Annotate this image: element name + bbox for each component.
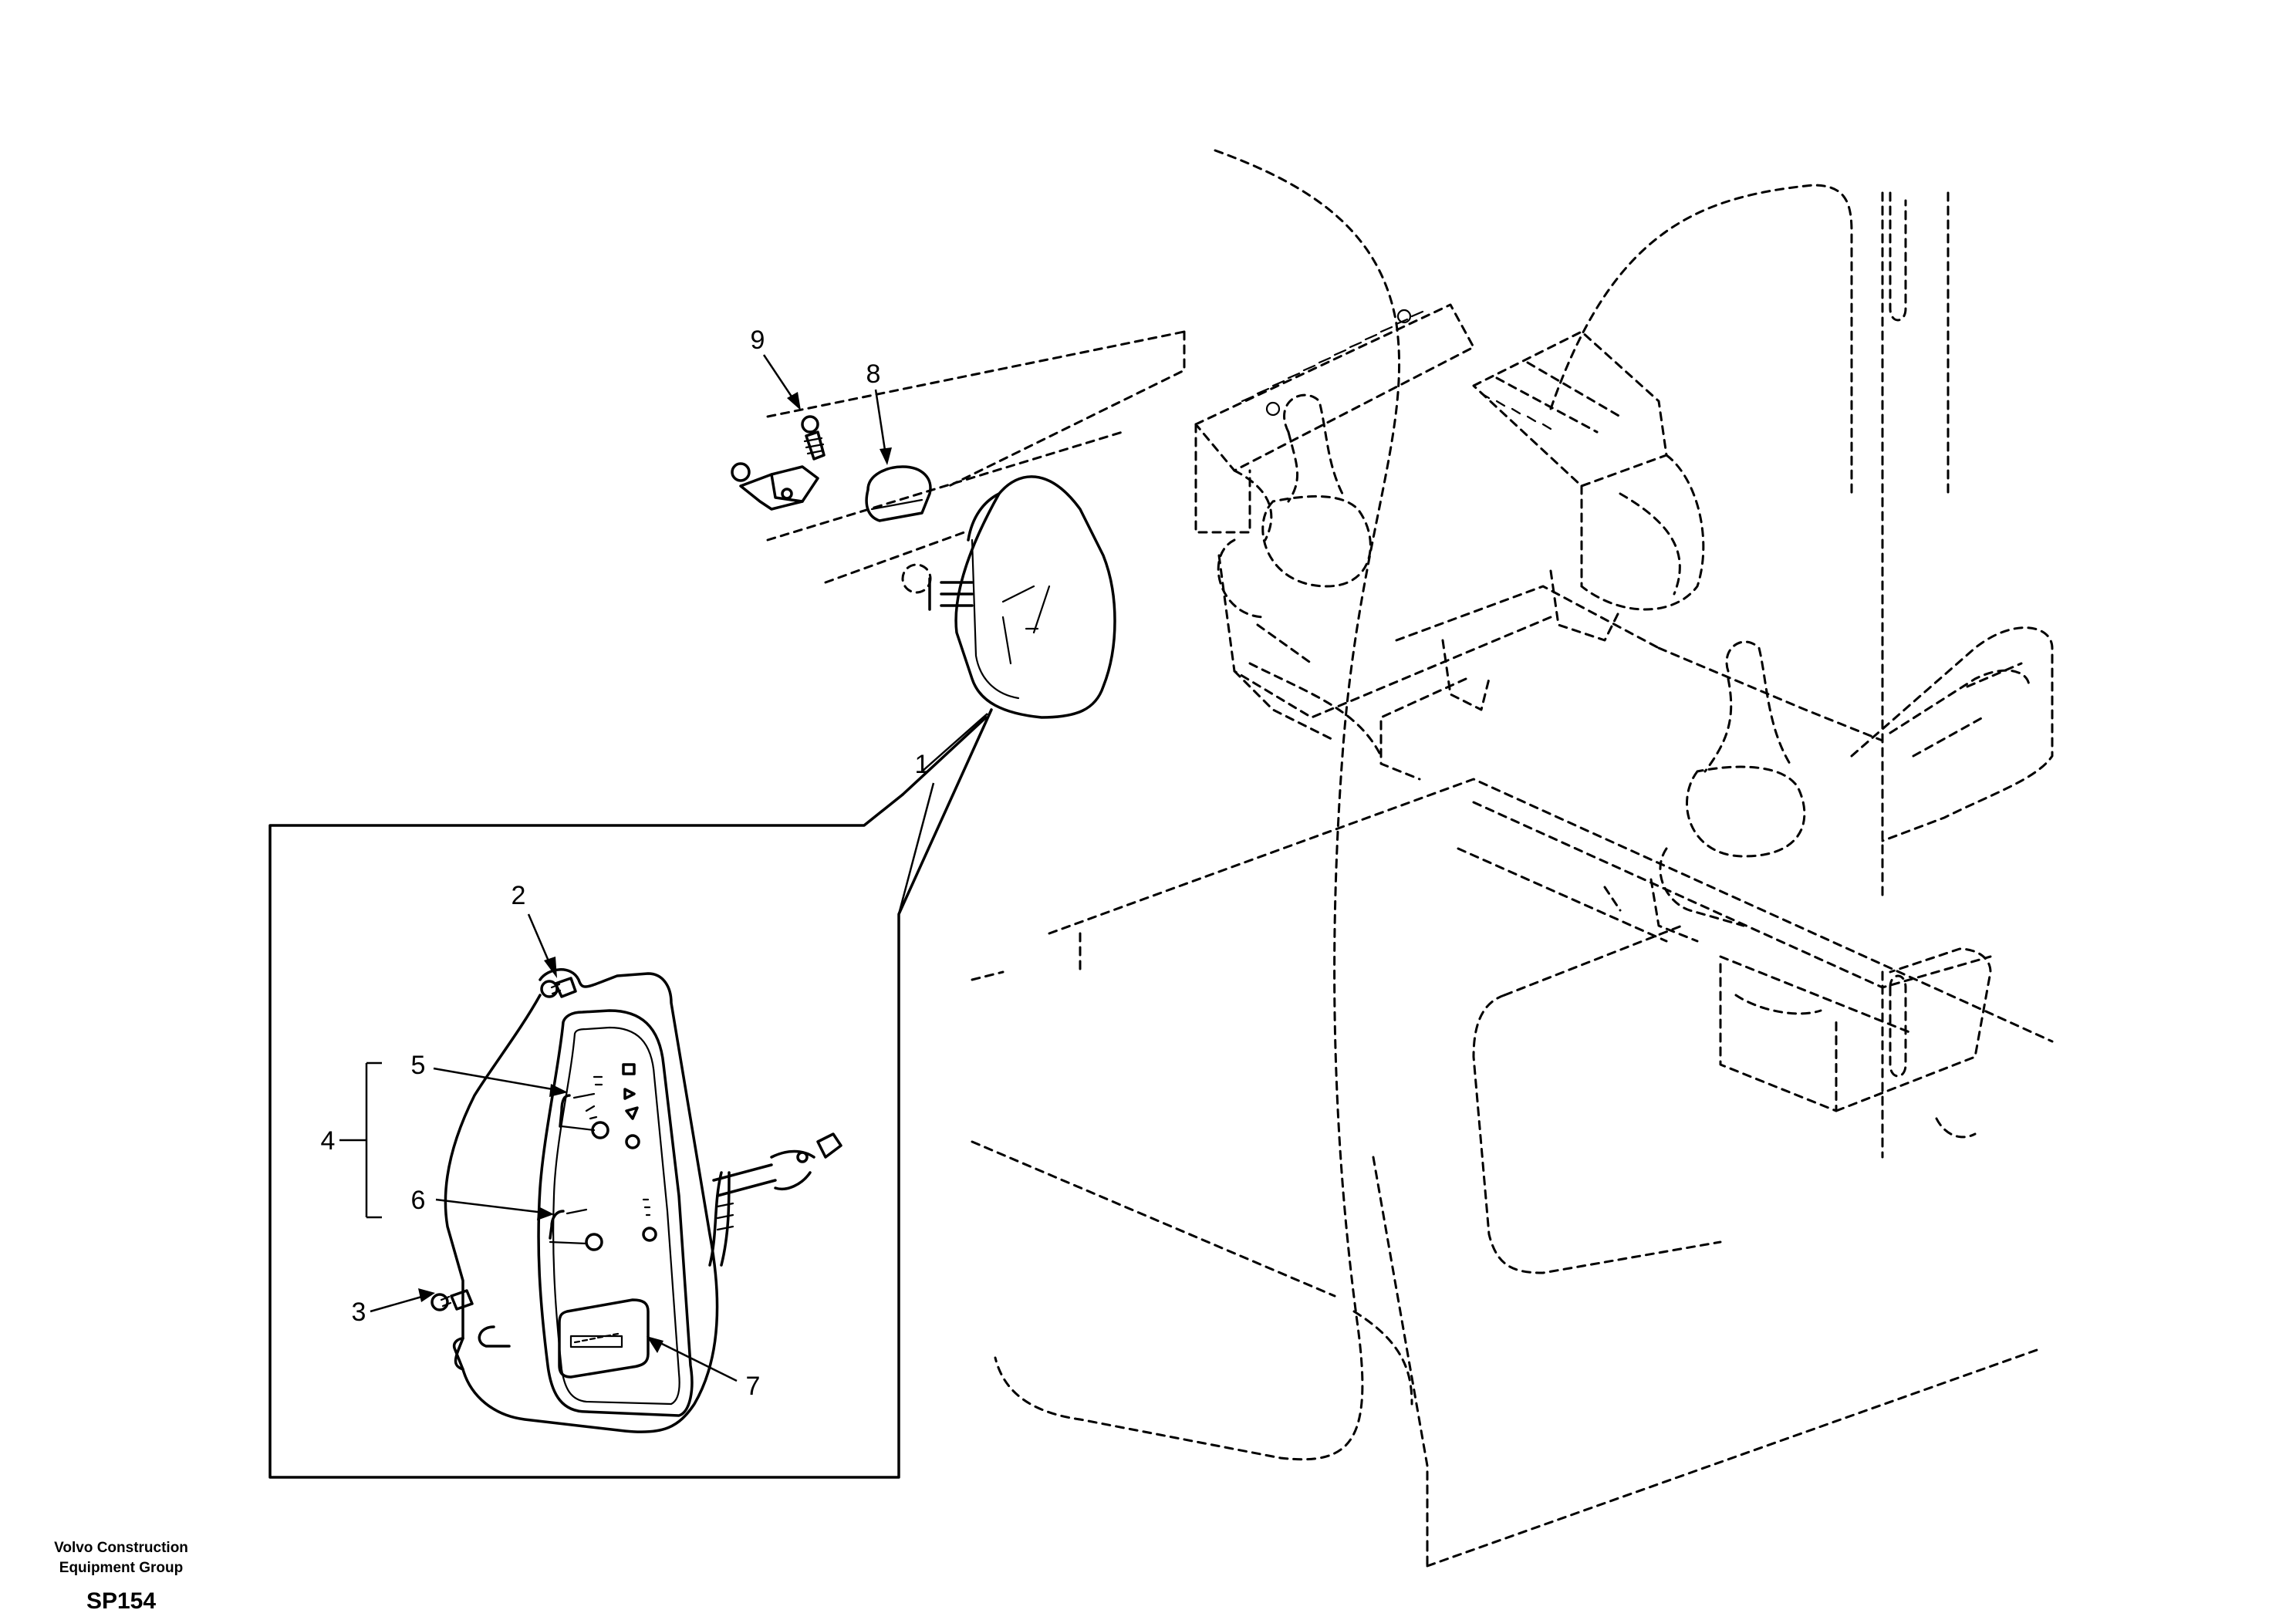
callout-labels: 1 2 3 4 5 6 7 8 9 bbox=[321, 326, 930, 1401]
callout-3: 3 bbox=[352, 1298, 366, 1327]
callout-5: 5 bbox=[411, 1051, 426, 1080]
rubber-cap bbox=[865, 465, 932, 522]
footer: Volvo Construction Equipment Group SP154 bbox=[54, 1540, 188, 1614]
company-name-line2: Equipment Group bbox=[59, 1560, 183, 1576]
leader-lines bbox=[339, 354, 988, 1382]
detail-inset bbox=[268, 708, 993, 1479]
callout-9: 9 bbox=[751, 326, 765, 355]
drawing-code: SP154 bbox=[86, 1588, 156, 1614]
monitor-unit bbox=[901, 475, 1116, 719]
callout-4: 4 bbox=[321, 1126, 336, 1156]
company-name-line1: Volvo Construction bbox=[54, 1540, 188, 1556]
callout-6: 6 bbox=[411, 1186, 426, 1215]
callout-8: 8 bbox=[866, 359, 881, 389]
callout-1: 1 bbox=[915, 750, 930, 779]
callout-7: 7 bbox=[746, 1372, 761, 1401]
callout-2: 2 bbox=[512, 881, 526, 910]
cab-phantom-outline bbox=[766, 149, 2054, 1568]
mounting-bracket bbox=[731, 415, 826, 511]
